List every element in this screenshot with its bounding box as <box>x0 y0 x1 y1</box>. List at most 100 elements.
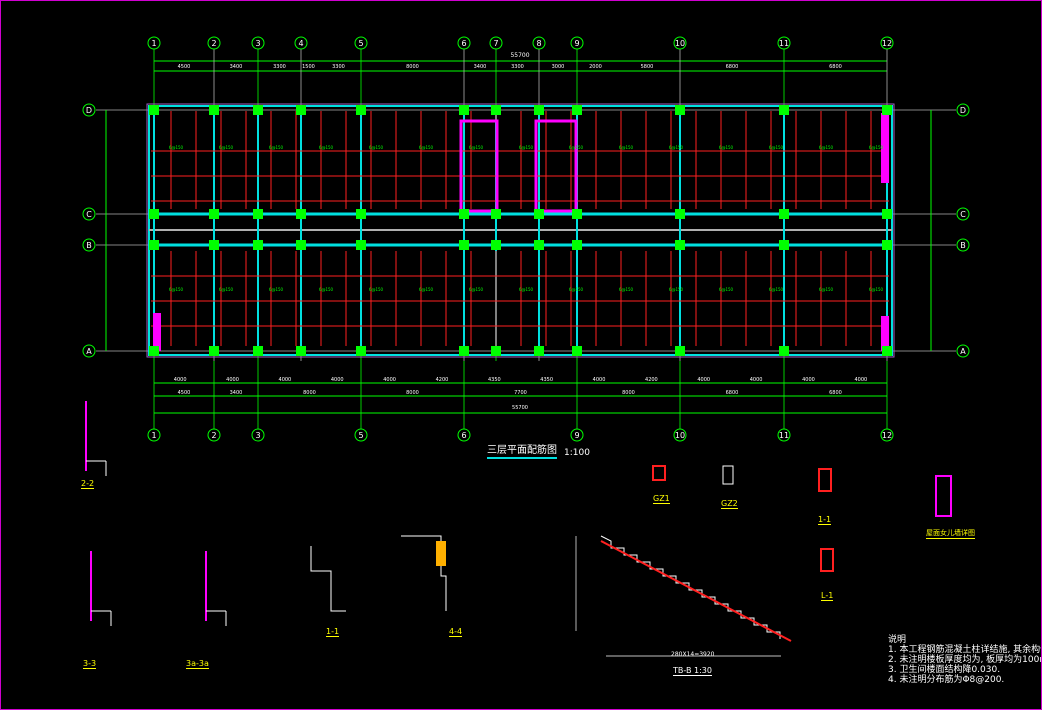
rebar-label: 6@150 <box>169 287 184 292</box>
dim-text: 8000 <box>406 390 419 396</box>
parapet-section <box>935 475 952 517</box>
column <box>882 240 892 250</box>
axis-label: 11 <box>779 39 789 48</box>
note-item: 3. 卫生间楼面结构降0.030. <box>888 665 1001 675</box>
axis-label: B <box>960 241 966 250</box>
rebar-label: 6@150 <box>819 287 834 292</box>
column <box>149 105 159 115</box>
dim-text: 5800 <box>641 64 654 70</box>
axis-bubble <box>457 36 471 50</box>
axis-label: 9 <box>574 431 579 440</box>
rebar-label: 6@150 <box>469 287 484 292</box>
rebar-label: 6@150 <box>719 287 734 292</box>
dim-text: 4000 <box>226 377 239 383</box>
note-item: 2. 未注明楼板厚度均为, 板厚均为100mm. <box>888 655 1041 665</box>
stair-well <box>459 119 499 213</box>
axis-bubble <box>207 428 221 442</box>
dim-text: 4000 <box>383 377 396 383</box>
column <box>675 240 685 250</box>
column <box>882 105 892 115</box>
rebar-label: 6@150 <box>219 287 234 292</box>
axis-bubble <box>956 207 970 221</box>
stair-slab <box>600 540 792 642</box>
column <box>779 240 789 250</box>
column <box>149 346 159 356</box>
column <box>253 105 263 115</box>
axis-label: 4 <box>298 39 303 48</box>
section-1-1-label: 1-1 <box>326 627 340 637</box>
section-l-1-label: L-1 <box>821 591 834 601</box>
notes-heading: 说明 <box>888 635 907 645</box>
axis-label: B <box>86 241 92 250</box>
dim-text: 3000 <box>552 64 565 70</box>
dim-text: 4000 <box>854 377 867 383</box>
axis-bubble <box>489 36 503 50</box>
dim-text: 4000 <box>279 377 292 383</box>
dim-text: 4200 <box>436 377 449 383</box>
column <box>779 346 789 356</box>
column <box>675 105 685 115</box>
axis-bubble <box>207 36 221 50</box>
axis-label: 6 <box>461 431 466 440</box>
rebar-label: 6@150 <box>269 145 284 150</box>
dim-text: 4500 <box>178 64 191 70</box>
rebar-label: 6@150 <box>319 287 334 292</box>
axis-bubble <box>294 36 308 50</box>
column <box>149 209 159 219</box>
column <box>356 240 366 250</box>
rebar-label: 6@150 <box>769 287 784 292</box>
rebar-label: 6@150 <box>269 287 284 292</box>
detail-hatch <box>436 541 446 566</box>
axis-bubble <box>956 103 970 117</box>
axis-label: 9 <box>574 39 579 48</box>
column <box>534 209 544 219</box>
column <box>253 346 263 356</box>
rebar-label: 6@150 <box>469 145 484 150</box>
rebar-label: 6@150 <box>319 145 334 150</box>
section-1-1b-label: 1-1 <box>818 515 832 525</box>
axis-bubble <box>532 36 546 50</box>
column <box>675 209 685 219</box>
dim-text: 2000 <box>589 64 602 70</box>
rebar-label: 6@150 <box>219 145 234 150</box>
column <box>572 346 582 356</box>
axis-bubble <box>673 428 687 442</box>
column <box>491 209 501 219</box>
dim-text: 4000 <box>802 377 815 383</box>
dim-text: 4350 <box>540 377 553 383</box>
section-2-2-label: 2-2 <box>81 479 95 489</box>
column <box>572 240 582 250</box>
column <box>459 240 469 250</box>
detail-1-1 <box>310 546 346 612</box>
dim-text: 3400 <box>474 64 487 70</box>
gz1-label: GZ1 <box>653 494 670 504</box>
column <box>459 105 469 115</box>
column <box>209 240 219 250</box>
column <box>253 209 263 219</box>
axis-label: 10 <box>675 431 685 440</box>
axis-bubble <box>251 36 265 50</box>
section-4-4-label: 4-4 <box>449 627 463 637</box>
rebar-label: 6@150 <box>619 145 634 150</box>
column <box>779 209 789 219</box>
dim-text: 6800 <box>726 390 739 396</box>
axis-label: 2 <box>211 431 216 440</box>
rebar-label: 6@150 <box>369 287 384 292</box>
dim-text: 7700 <box>514 390 527 396</box>
axis-bubble <box>956 238 970 252</box>
drawing-scale: 1:100 <box>564 448 590 458</box>
axis-label: 11 <box>779 431 789 440</box>
column <box>459 209 469 219</box>
rebar-label: 6@150 <box>569 145 584 150</box>
column <box>491 346 501 356</box>
axis-bubble <box>570 36 584 50</box>
column <box>356 105 366 115</box>
rebar-label: 6@150 <box>619 287 634 292</box>
dim-text: 4500 <box>178 390 191 396</box>
column <box>356 209 366 219</box>
axis-bubble <box>251 428 265 442</box>
axis-bubble <box>457 428 471 442</box>
rebar-label: 6@150 <box>869 287 884 292</box>
